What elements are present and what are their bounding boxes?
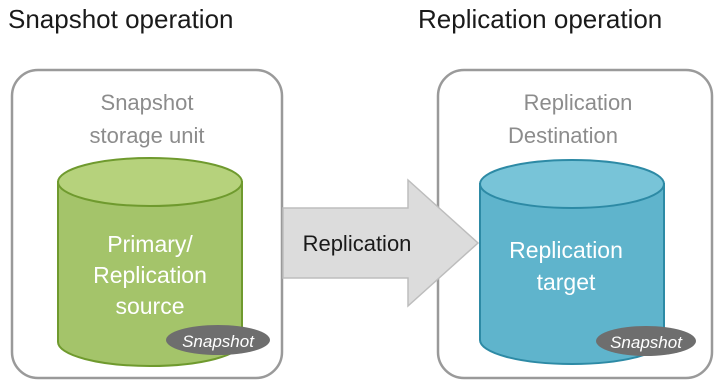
replication-destination-label-line1: Replication bbox=[524, 90, 633, 115]
heading-replication-operation: Replication operation bbox=[418, 4, 663, 34]
primary-cylinder-label-line3: source bbox=[115, 293, 184, 319]
target-snapshot-badge bbox=[596, 326, 696, 356]
target-cylinder-label-line1: Replication bbox=[509, 237, 623, 263]
primary-cylinder bbox=[57, 157, 243, 367]
primary-cylinder-label-line2: Replication bbox=[93, 262, 207, 288]
primary-cylinder-label-line1: Primary/ bbox=[107, 231, 193, 257]
snapshot-storage-unit-label-line1: Snapshot bbox=[101, 90, 194, 115]
snapshot-storage-unit-label-line2: storage unit bbox=[90, 123, 205, 148]
replication-arrow-label: Replication bbox=[303, 231, 412, 256]
target-snapshot-badge-label: Snapshot bbox=[610, 333, 683, 352]
replication-arrow bbox=[282, 178, 480, 308]
primary-cylinder-top bbox=[57, 157, 243, 207]
replication-destination-label-line2: Destination bbox=[508, 123, 618, 148]
primary-snapshot-badge bbox=[166, 325, 270, 355]
primary-snapshot-badge-label: Snapshot bbox=[182, 332, 255, 351]
heading-snapshot-operation: Snapshot operation bbox=[8, 4, 234, 34]
target-cylinder-top bbox=[479, 159, 665, 209]
target-cylinder-label-line2: target bbox=[537, 269, 596, 295]
